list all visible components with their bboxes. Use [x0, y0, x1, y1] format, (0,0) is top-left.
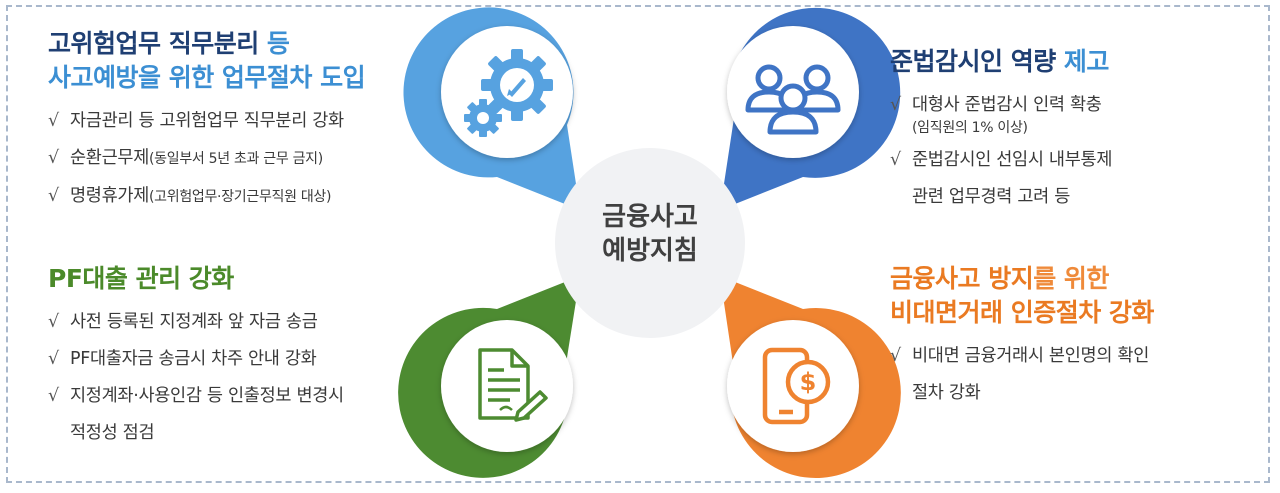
list-item: √PF대출자금 송금시 차주 안내 강화: [48, 349, 317, 369]
center-title-line2: 예방지침: [602, 236, 698, 266]
item-list: √사전 등록된 지정계좌 앞 자금 송금 √PF대출자금 송금시 차주 안내 강…: [48, 304, 344, 452]
section-title: 고위험업무 직무분리 등: [48, 27, 365, 61]
section-duty-separation: 고위험업무 직무분리 등 사고예방을 위한 업무절차 도입 √자금관리 등 고위…: [48, 27, 366, 216]
section-compliance-officer: 준법감시인 역량 제고 √대형사 준법감시 인력 확충 (임직원의 1% 이상)…: [890, 45, 1112, 216]
gears-icon: [464, 49, 553, 137]
title-part-blue: 등: [258, 29, 290, 58]
list-item: √지정계좌·사용인감 등 인출정보 변경시: [48, 386, 344, 406]
item-list: √비대면 금융거래시 본인명의 확인 절차 강화: [890, 338, 1154, 412]
people-icon: [745, 64, 841, 135]
item-list: √대형사 준법감시 인력 확충 (임직원의 1% 이상) √준법감시인 선임시 …: [890, 87, 1112, 216]
title-part-navy: 준법감시인 역량: [890, 47, 1056, 76]
section-title: 준법감시인 역량 제고: [890, 45, 1112, 79]
title-part-navy: 고위험업무 직무분리: [48, 29, 259, 58]
list-item: √준법감시인 선임시 내부통제: [890, 150, 1113, 170]
section-non-face-to-face: 금융사고 방지를 위한 비대면거래 인증절차 강화 √비대면 금융거래시 본인명…: [890, 262, 1154, 412]
list-item: √비대면 금융거래시 본인명의 확인: [890, 346, 1149, 366]
list-item: √명령휴가제(고위험업무·장기근무직원 대상): [48, 186, 332, 206]
mobile-payment-icon: $: [762, 347, 831, 425]
list-item: √자금관리 등 고위험업무 직무분리 강화: [48, 111, 344, 131]
list-item: √대형사 준법감시 인력 확충: [890, 95, 1102, 115]
list-item-continued: 관련 업무경력 고려 등: [912, 187, 1070, 207]
section-title: PF대출 관리 강화: [48, 264, 234, 293]
list-item-continued: 절차 강화: [912, 383, 981, 403]
title-part-orange: 금융사고 방지: [890, 264, 1034, 293]
dashed-border-frame: [6, 5, 1270, 483]
section-title-line2: 사고예방을 위한 업무절차 도입: [48, 63, 366, 92]
list-item-continued: 적정성 점검: [70, 423, 155, 443]
petal-bottom-left: [398, 276, 580, 478]
section-title-line2: 비대면거래 인증절차 강화: [890, 298, 1154, 327]
document-pen-icon: [478, 348, 548, 422]
section-pf-loan: PF대출 관리 강화 √사전 등록된 지정계좌 앞 자금 송금 √PF대출자금 …: [48, 262, 344, 452]
list-item: √순환근무제(동일부서 5년 초과 근무 금지): [48, 148, 323, 168]
list-item: √사전 등록된 지정계좌 앞 자금 송금: [48, 312, 318, 332]
title-part-light-orange: 를 위한: [1033, 264, 1109, 293]
center-title-line1: 금융사고: [602, 202, 698, 232]
item-list: √자금관리 등 고위험업무 직무분리 강화 √순환근무제(동일부서 5년 초과 …: [48, 103, 365, 216]
list-item-note: (임직원의 1% 이상): [912, 120, 1028, 136]
svg-text:$: $: [800, 368, 817, 396]
section-title: 금융사고 방지를 위한: [890, 262, 1154, 296]
center-disc: [555, 148, 745, 338]
center-title: 금융사고 예방지침: [575, 200, 725, 268]
title-part-blue: 제고: [1055, 47, 1110, 76]
